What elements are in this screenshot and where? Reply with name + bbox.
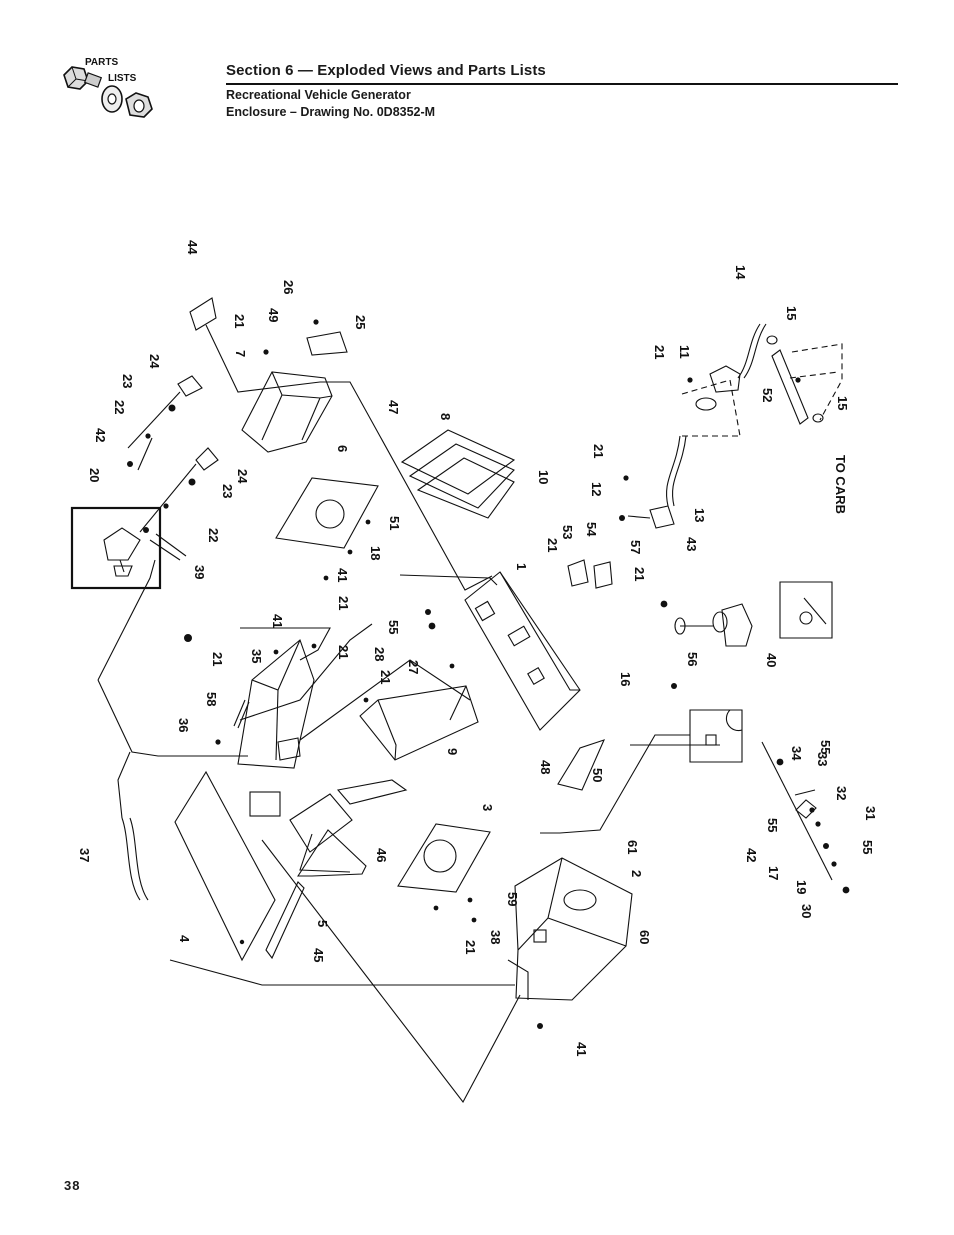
callout-label: 36 bbox=[176, 718, 191, 732]
page-number: 38 bbox=[64, 1178, 81, 1193]
callout-label: 17 bbox=[766, 866, 781, 880]
callout-label: 7 bbox=[233, 350, 248, 357]
callout-label: 61 bbox=[625, 840, 640, 854]
section-title: Section 6 — Exploded Views and Parts Lis… bbox=[226, 62, 546, 79]
callout-label: 57 bbox=[628, 540, 643, 554]
callout-label: 15 bbox=[784, 306, 799, 320]
callout-label: 40 bbox=[764, 653, 779, 667]
callout-label: 8 bbox=[438, 413, 453, 420]
callout-label: 24 bbox=[147, 354, 162, 369]
callout-label: 16 bbox=[618, 672, 633, 686]
callout-label: 53 bbox=[560, 525, 575, 539]
callout-label: 60 bbox=[637, 930, 652, 944]
callout-label: 38 bbox=[488, 930, 503, 944]
callout-label: 41 bbox=[574, 1042, 589, 1056]
drawing-linework bbox=[70, 297, 843, 1104]
callout-label: 45 bbox=[311, 948, 326, 962]
callout-label: 9 bbox=[445, 748, 460, 755]
callout-label: 44 bbox=[185, 240, 200, 255]
callout-label: 49 bbox=[266, 308, 281, 322]
callout-label: 51 bbox=[387, 516, 402, 530]
callout-label: 21 bbox=[232, 314, 247, 328]
drawing-hardware bbox=[127, 319, 850, 1029]
callout-label: 19 bbox=[794, 880, 809, 894]
callout-label: 41 bbox=[270, 614, 285, 628]
callout-label: 21 bbox=[545, 538, 560, 552]
callout-label: 31 bbox=[863, 806, 878, 820]
logo-text-lists: LISTS bbox=[108, 73, 137, 84]
parts-lists-logo: PARTS LISTS bbox=[58, 55, 158, 130]
callout-label: 21 bbox=[632, 567, 647, 581]
callout-label: 28 bbox=[372, 647, 387, 661]
callout-label: 41 bbox=[335, 568, 350, 582]
bolt-nut-washer-icon bbox=[63, 66, 153, 118]
callout-label: 33 bbox=[815, 752, 830, 766]
callout-label: 12 bbox=[589, 482, 604, 496]
callout-label: 21 bbox=[336, 645, 351, 659]
callout-label: 3 bbox=[480, 804, 495, 811]
callout-label: 55 bbox=[386, 620, 401, 634]
callout-label: 4 bbox=[177, 935, 192, 943]
callout-label: 23 bbox=[120, 374, 135, 388]
callout-label: 55 bbox=[765, 818, 780, 832]
callout-label: 26 bbox=[281, 280, 296, 294]
callout-label: 58 bbox=[204, 692, 219, 706]
callout-label: 11 bbox=[677, 345, 692, 359]
subtitle-line2: Enclosure – Drawing No. 0D8352-M bbox=[226, 105, 436, 119]
callout-label: 37 bbox=[77, 848, 92, 862]
callout-label: 24 bbox=[235, 469, 250, 484]
callout-label: 15 bbox=[835, 396, 850, 410]
logo-text-parts: PARTS bbox=[85, 57, 119, 68]
callout-label: 56 bbox=[685, 652, 700, 666]
callout-label: 42 bbox=[93, 428, 108, 442]
callout-label: 27 bbox=[406, 660, 421, 674]
callout-label: 50 bbox=[590, 768, 605, 782]
callout-label: 42 bbox=[744, 848, 759, 862]
callout-label: 21 bbox=[378, 670, 393, 684]
callout-label: 54 bbox=[584, 522, 599, 537]
header-rule bbox=[226, 83, 898, 85]
callout-label: 6 bbox=[335, 445, 350, 452]
callout-label: 21 bbox=[652, 345, 667, 359]
callout-label: 25 bbox=[353, 315, 368, 329]
callout-label: 1 bbox=[514, 563, 529, 570]
callout-label: 14 bbox=[733, 265, 748, 280]
callout-label: 34 bbox=[789, 746, 804, 761]
callout-label: 10 bbox=[536, 470, 551, 484]
callout-label: 22 bbox=[206, 528, 221, 542]
callout-labels: 1234567891011121314151516171819202121212… bbox=[77, 240, 878, 1056]
callout-label: 2 bbox=[629, 870, 644, 877]
subtitle-line1: Recreational Vehicle Generator bbox=[226, 88, 411, 102]
callout-label: 21 bbox=[210, 652, 225, 666]
callout-label: 52 bbox=[760, 388, 775, 402]
to-carb-label: TO CARB bbox=[833, 455, 848, 514]
callout-label: 32 bbox=[834, 786, 849, 800]
callout-label: 21 bbox=[336, 596, 351, 610]
callout-label: 55 bbox=[860, 840, 875, 854]
callout-label: 46 bbox=[374, 848, 389, 862]
callout-label: 21 bbox=[591, 444, 606, 458]
callout-label: 20 bbox=[87, 468, 102, 482]
callout-label: 55 bbox=[818, 740, 833, 754]
callout-label: 47 bbox=[386, 400, 401, 414]
callout-label: 39 bbox=[192, 565, 207, 579]
callout-label: 13 bbox=[692, 508, 707, 522]
callout-label: 18 bbox=[368, 546, 383, 560]
callout-label: 22 bbox=[112, 400, 127, 414]
callout-label: 35 bbox=[249, 649, 264, 663]
callout-label: 48 bbox=[538, 760, 553, 774]
callout-label: 59 bbox=[505, 892, 520, 906]
callout-label: 23 bbox=[220, 484, 235, 498]
callout-label: 21 bbox=[463, 940, 478, 954]
callout-label: 5 bbox=[315, 920, 330, 927]
callout-label: 43 bbox=[684, 537, 699, 551]
callout-label: 30 bbox=[799, 904, 814, 918]
